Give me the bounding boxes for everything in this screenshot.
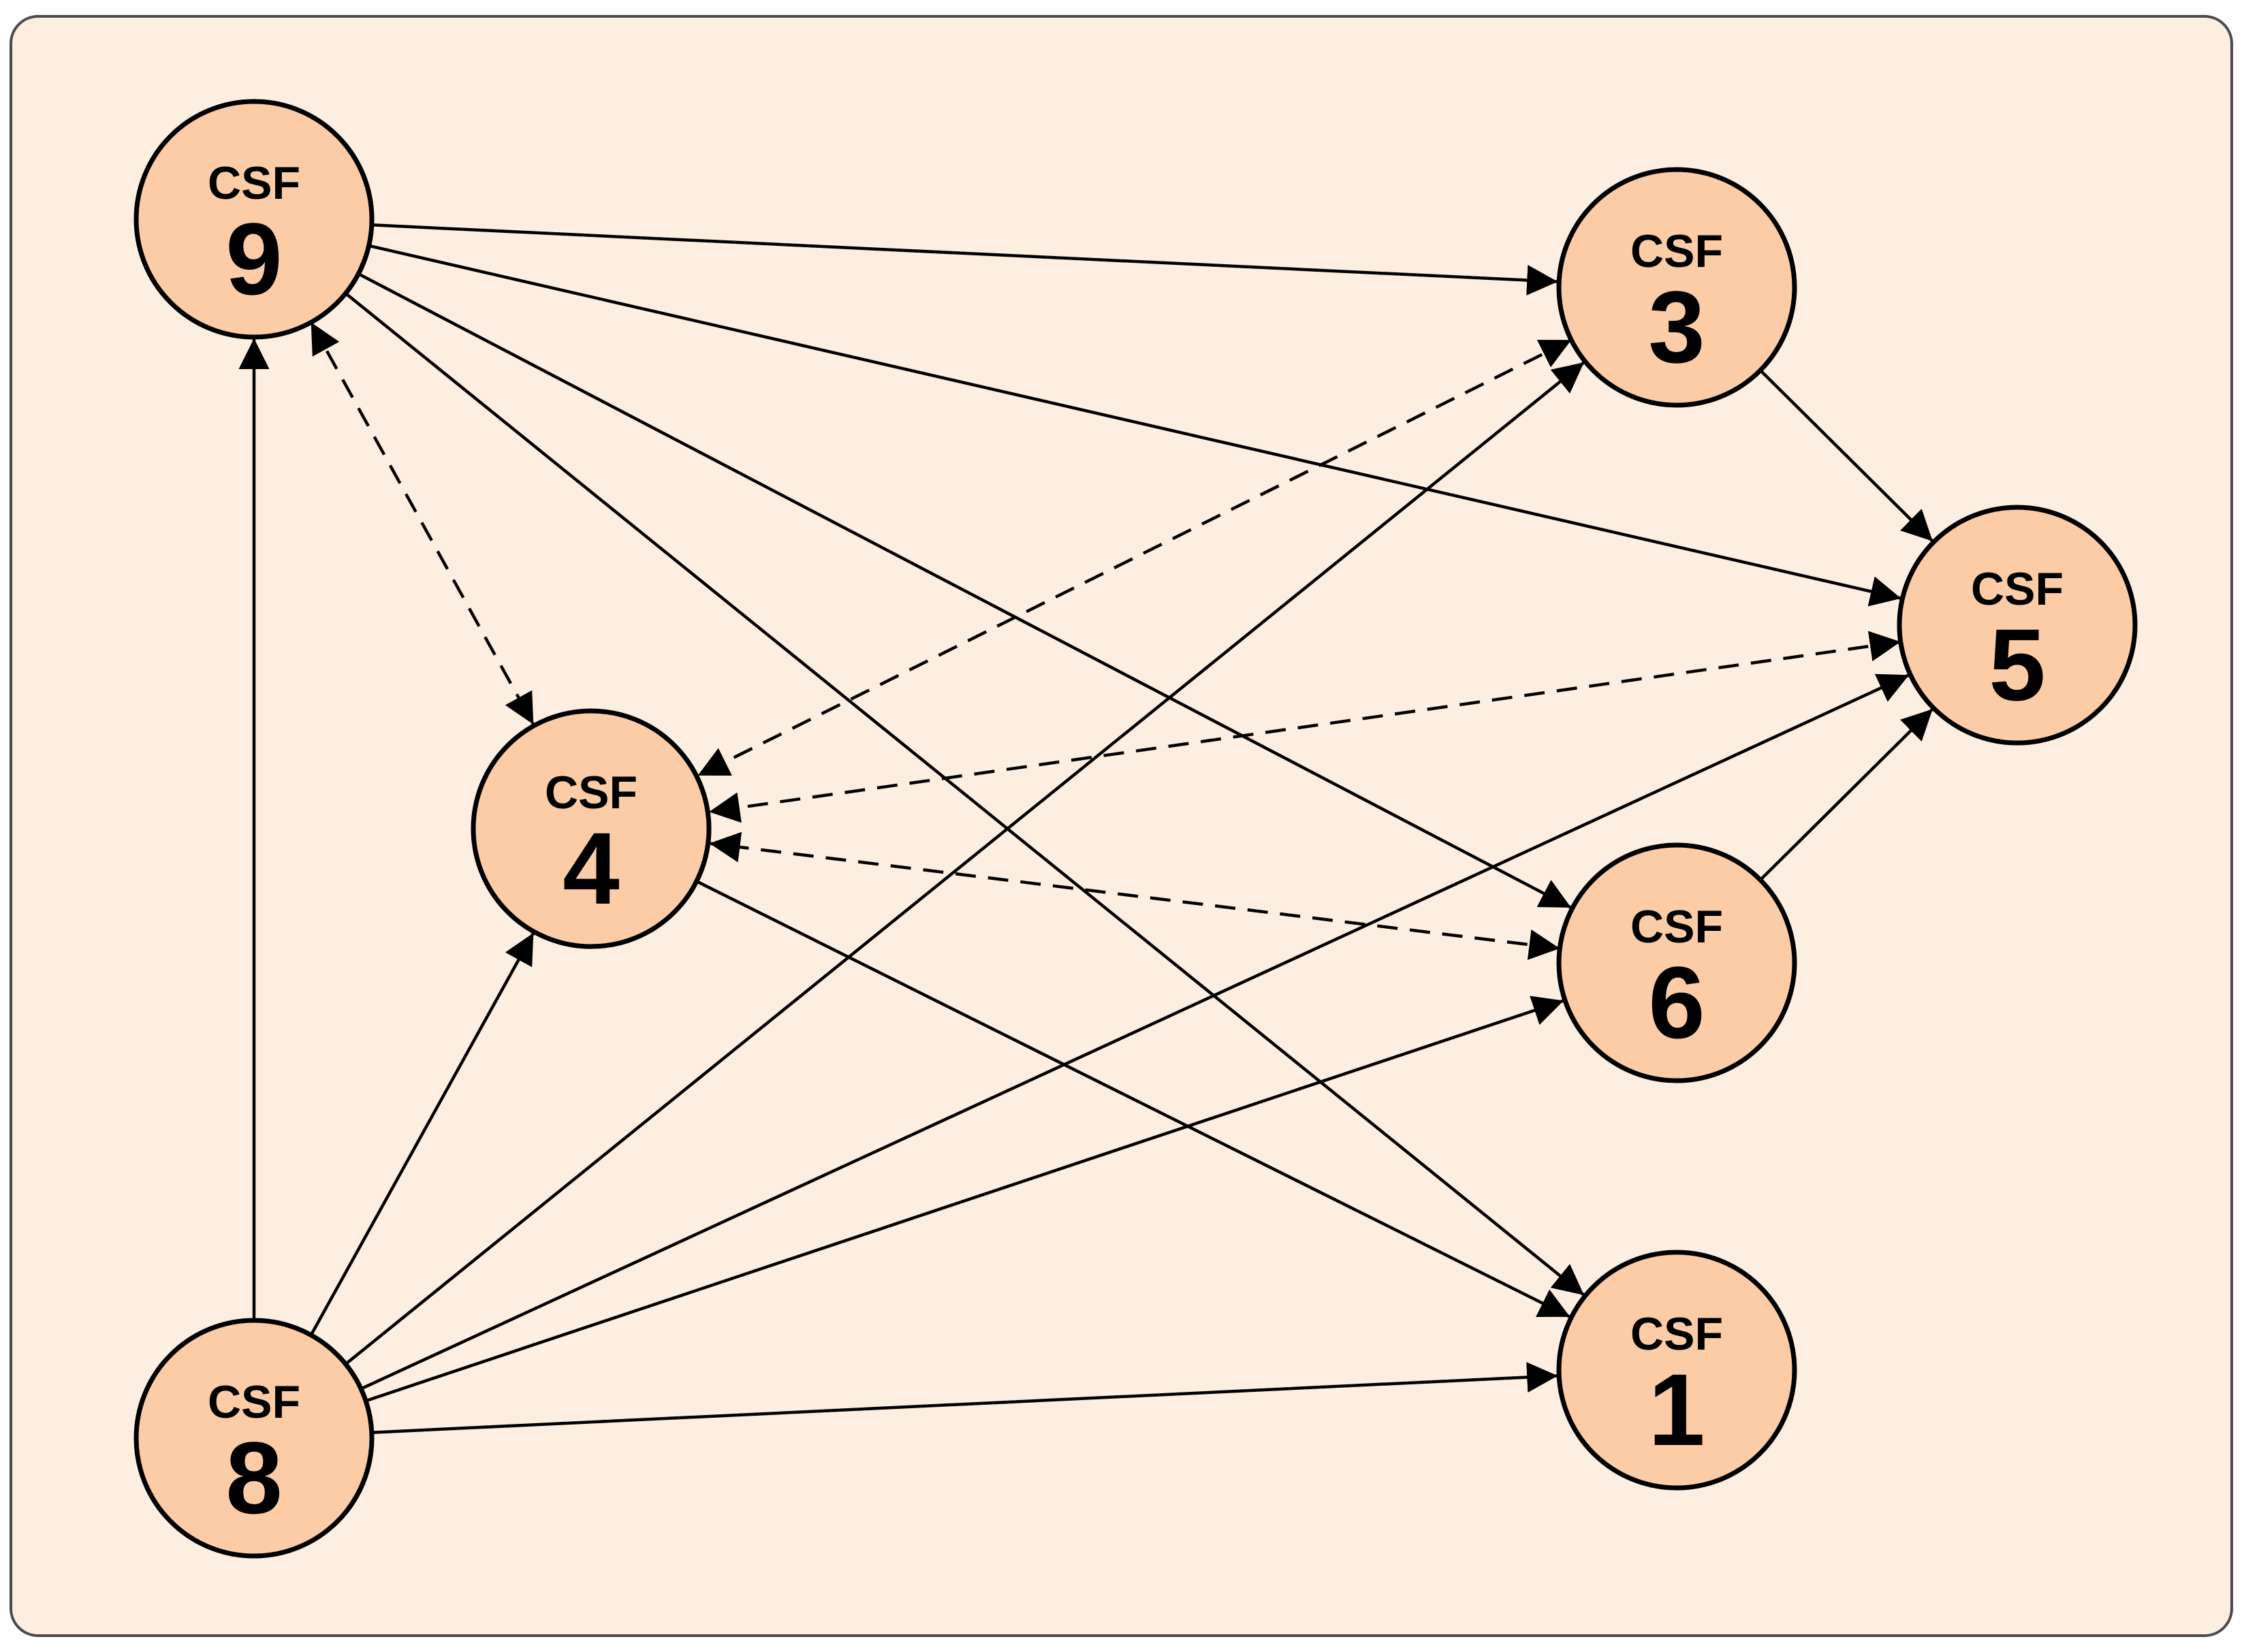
node-circle [471,708,712,949]
edge-csf9-to-csf3 [371,223,1558,296]
node-prefix-label: CSF [208,157,300,209]
node-number-label: 5 [1989,607,2045,722]
edges-layer [238,223,1934,1434]
node-circle [133,1318,375,1559]
edge-csf3-to-csf5 [1759,369,1934,543]
node-number-label: 6 [1648,945,1705,1060]
node-circle [133,99,375,340]
node-prefix-label: CSF [208,1376,300,1428]
node-prefix-label: CSF [1630,901,1723,953]
node-circle [1897,505,2138,746]
node-prefix-label: CSF [1630,225,1723,277]
node-number-label: 9 [225,202,282,316]
diagram-panel [10,15,2233,1637]
node-prefix-label: CSF [1630,1308,1723,1360]
node-circle [1556,167,1797,408]
edge-csf6-to-csf5 [1759,708,1934,881]
edge-csf6-to-csf4 [709,831,1560,960]
edge-csf4-to-csf1 [695,880,1571,1318]
node-number-label: 4 [563,811,619,925]
edge-csf9-to-csf4 [309,321,535,725]
edge-csf5-to-csf4 [708,631,1901,823]
node-prefix-label: CSF [545,767,637,819]
edge-csf8-to-csf4 [309,932,535,1336]
edge-csf8-to-csf1 [371,1362,1558,1434]
node-number-label: 8 [225,1420,282,1535]
node-circle [1556,1250,1797,1491]
edge-csf8-to-csf6 [365,996,1564,1403]
node-prefix-label: CSF [1971,563,2064,615]
edge-csf8-to-csf3 [345,361,1585,1365]
node-circle [1556,842,1797,1083]
edge-csf8-to-csf5 [360,673,1910,1391]
node-number-label: 3 [1648,270,1705,384]
node-number-label: 1 [1648,1352,1705,1467]
